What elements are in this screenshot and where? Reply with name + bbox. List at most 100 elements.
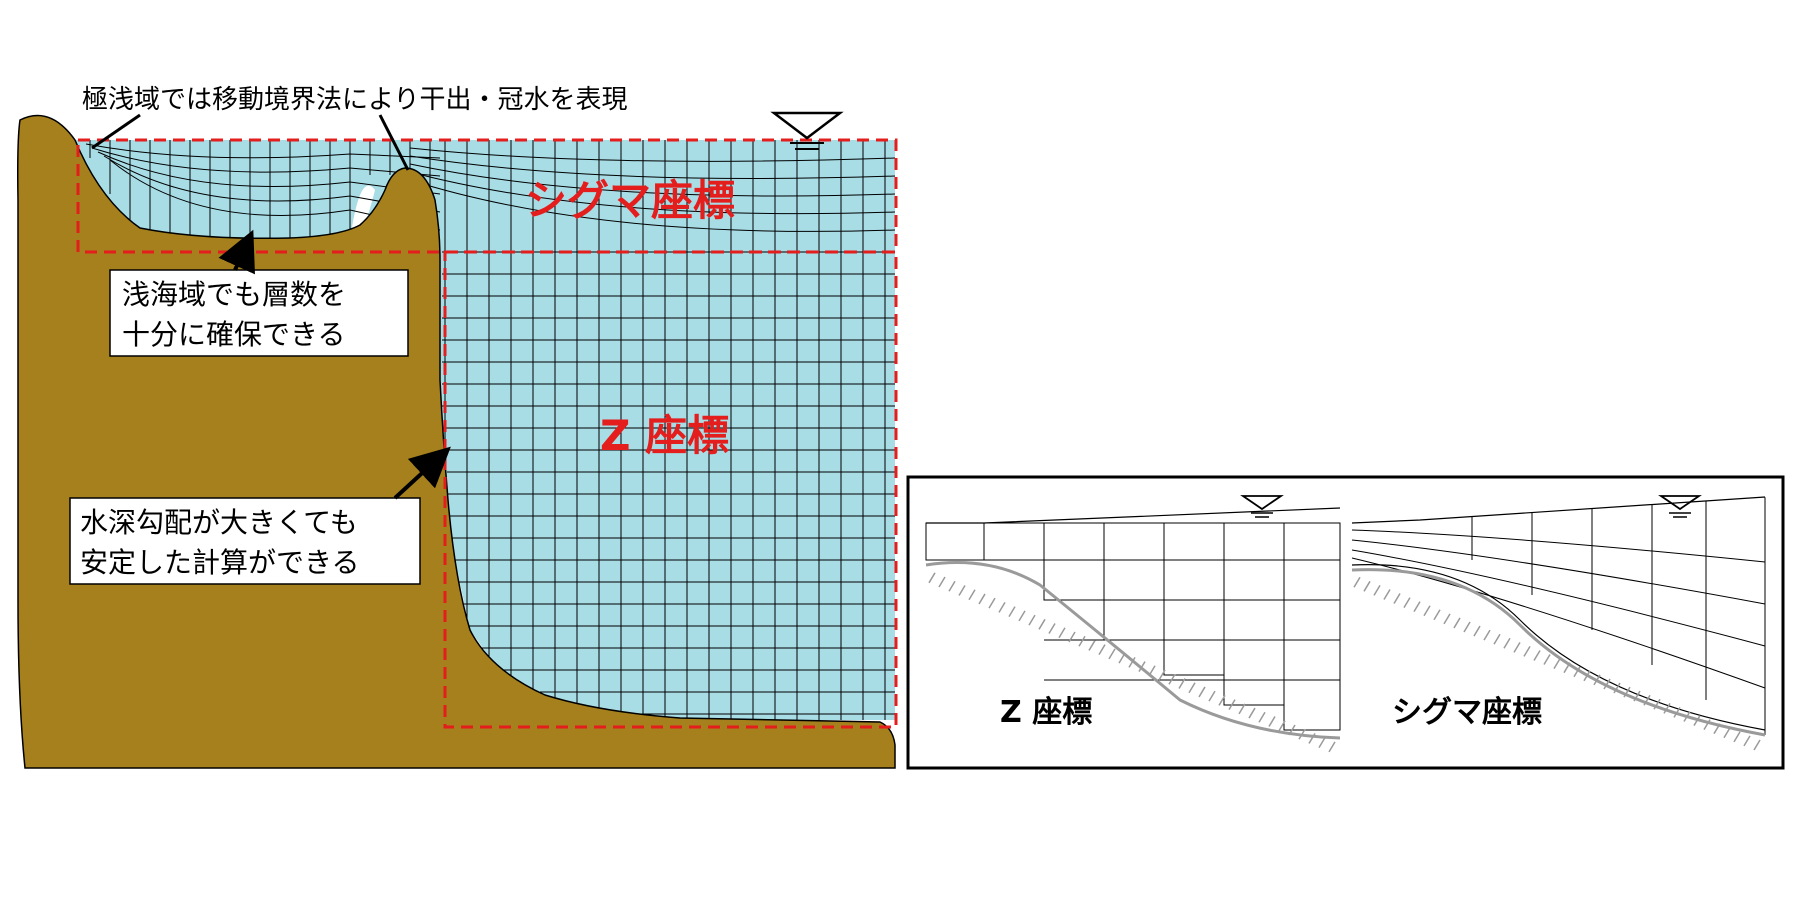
shallow-layer-line [91,147,441,177]
z-hatch-mark [928,572,936,584]
sigma-hatch-mark [1623,686,1631,698]
sigma-hatch-mark [1563,662,1571,674]
arrow-shallow [218,229,255,275]
z-hatch-mark [958,585,966,596]
sigma-hatch-mark [1443,613,1451,625]
sigma-hatch-mark [1583,670,1591,682]
z-region-outline [443,250,898,729]
sigma-hatch-mark [1633,690,1641,702]
z-hatch-mark [1218,695,1226,706]
sigma-hatch-mark [1433,609,1441,621]
z-hatch-mark [1328,741,1336,753]
sigma-layer-line [409,147,896,162]
sigma-hatch-mark [1723,727,1731,739]
shallow-layer-line [85,143,441,159]
sigma-hatch-mark [1733,731,1741,743]
z-hatch-mark [1168,673,1176,685]
sigma-hatch-mark [1423,605,1431,617]
sigma-surface-line [1351,496,1766,524]
annotation-steep-slope: 水深勾配が大きくても 安定した計算ができる [69,497,421,585]
sigma-hatch-mark [1493,633,1501,645]
sigma-hatch-mark [1533,650,1541,661]
inset-z-label: Z 座標 [1000,695,1092,730]
sigma-hatch-mark [1653,698,1661,710]
sigma-hatch-mark [1483,629,1491,641]
z-hatch-mark [1278,720,1286,732]
z-hatch-mark [1018,610,1026,622]
z-hatch-mark [1288,724,1296,736]
arrow-steep [393,446,451,500]
sigma-hatch-mark [1573,666,1581,678]
z-hatch-mark [1318,737,1326,749]
annotation-leader-right [378,114,410,171]
z-hatch-mark [1158,669,1166,681]
z-coordinate-sketch [925,507,1341,753]
sigma-hatch-mark [1353,576,1361,588]
steep-text-line1: 水深勾配が大きくても [80,506,358,539]
z-hatch-mark [1028,614,1036,626]
sigma-hatch-mark [1663,702,1671,714]
sigma-hatch-mark [1673,707,1681,718]
sigma-hatch-mark [1753,739,1761,751]
z-hatch-mark [1008,606,1016,618]
sigma-hatch-mark [1503,637,1511,649]
inset-frame [906,475,1785,770]
inset-sigma-water-level-icon [1658,495,1702,518]
sigma-hatch-mark [1643,694,1651,706]
z-hatch-mark [1108,648,1116,660]
sigma-hatch-mark [1373,585,1381,596]
z-hatch-mark [948,580,956,592]
z-hatch-mark [1248,707,1256,719]
sigma-hatch-mark [1523,646,1531,657]
sigma-layer-curve [1351,539,1766,605]
z-hatch-mark [1198,686,1206,698]
sigma-hatch-mark [1513,641,1521,653]
z-region-label: Z 座標 [600,411,729,460]
sigma-layer-curve [1351,557,1766,689]
z-hatch-mark [1128,656,1136,668]
sigma-hatch-mark [1613,682,1621,694]
sigma-layer-line [409,155,896,179]
sigma-hatch-mark [1383,589,1391,600]
z-cell-column [1283,522,1341,731]
z-hatch-mark [938,576,946,588]
z-hatch-mark [1268,716,1276,727]
computational-grid [85,140,896,720]
annotation-shallow-layers: 浅海域でも層数を 十分に確保できる [109,269,409,357]
z-hatch-mark [1038,618,1046,630]
sigma-layer-curve [1351,549,1766,647]
z-hatch-mark [1258,711,1266,723]
z-hatch-mark [1078,635,1086,647]
sigma-hatch-mark [1703,719,1711,731]
annotation-moving-boundary: 極浅域では移動境界法により干出・冠水を表現 [82,85,627,115]
sigma-hatch-mark [1363,580,1371,592]
z-hatch-mark [1178,678,1186,689]
shallow-layer-line [109,159,441,231]
sigma-seabed-curve [1351,568,1766,737]
z-hatch-mark [1228,699,1236,711]
z-hatch-mark [1048,623,1056,634]
sigma-layer-curve [1351,529,1766,563]
sigma-hatch-mark [1713,723,1721,735]
sigma-hatch-mark [1603,678,1611,690]
main-cross-section: シグマ座標 Z 座標 極浅域では移動境界法により干出・冠水を表現 浅海域でも層数… [17,85,898,769]
z-hatch-mark [988,597,996,609]
sigma-hatch-mark [1403,597,1411,608]
z-hatch-mark [1238,703,1246,715]
annotation-leader-left [91,113,141,150]
steep-text-line2: 安定した計算ができる [80,546,359,579]
z-hatch-mark [1208,690,1216,702]
inset-z-water-level-icon [1240,495,1284,518]
shallow-text-line2: 十分に確保できる [122,318,345,351]
sigma-hatch-mark [1473,625,1481,637]
z-hatch-mark [1118,652,1126,664]
sigma-hatch-mark [1413,601,1421,613]
sigma-layer-line [409,163,896,197]
z-hatch-mark [1308,733,1316,744]
sigma-hatch-mark [1463,621,1471,633]
water-body [70,140,895,720]
shallow-water-region [70,140,440,240]
z-hatch-mark [998,602,1006,613]
z-hatch-mark [1058,627,1066,639]
